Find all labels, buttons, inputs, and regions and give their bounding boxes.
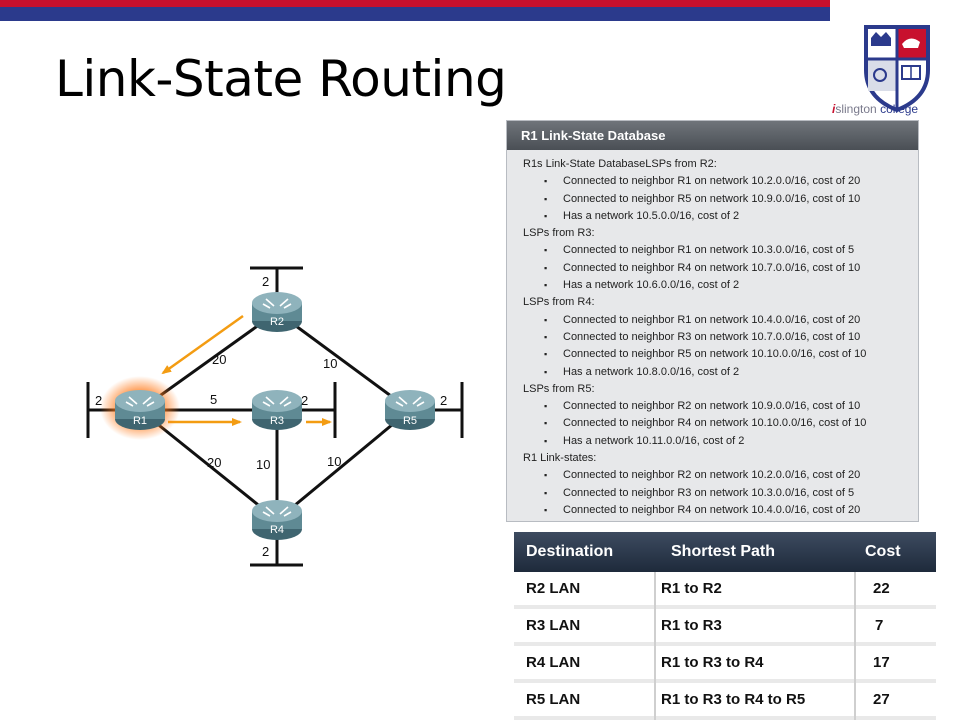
top-blue-band	[0, 7, 960, 21]
lan-r2	[250, 266, 303, 312]
header-shortest-path: Shortest Path	[671, 543, 776, 560]
row-destination: R5 LAN	[526, 691, 581, 708]
lan-cost-r3: 2	[301, 393, 308, 408]
shortest-path-table: Destination Shortest Path Cost R2 LAN R1…	[514, 532, 936, 720]
table-row: R2 LAN R1 to R2 22	[514, 572, 936, 605]
lsdb-entry: Has a network 10.11.0.0/16, cost of 2	[523, 433, 918, 451]
college-crest-icon	[864, 25, 930, 113]
lan-cost-r2: 2	[262, 274, 269, 289]
lsdb-group-heading: R1s Link-State DatabaseLSPs from R2:	[523, 158, 717, 170]
logo-suffix: college	[880, 102, 919, 116]
router-r2-icon	[252, 292, 302, 332]
lsdb-entry: Connected to neighbor R4 on network 10.7…	[523, 260, 918, 278]
link-state-database-panel: R1 Link-State Database R1s Link-State Da…	[506, 120, 919, 522]
logo-background	[830, 0, 960, 22]
lsdb-body: R1s Link-State DatabaseLSPs from R2: Con…	[507, 150, 918, 520]
slide-title: Link-State Routing	[55, 50, 507, 108]
lsdb-entry: Connected to neighbor R1 on network 10.4…	[523, 312, 918, 330]
router-r5-icon	[385, 390, 435, 430]
lan-cost-r4: 2	[262, 544, 269, 559]
link-r4-r5	[276, 408, 411, 522]
router-r3-label: R3	[270, 415, 284, 427]
top-red-band	[0, 0, 960, 7]
lan-r4	[250, 520, 303, 567]
link-cost-r1-r3: 5	[210, 392, 217, 407]
lsdb-entry: Connected to neighbor R1 on network 10.3…	[523, 242, 918, 260]
lan-r5	[410, 382, 464, 438]
lsdb-group-heading: LSPs from R5:	[523, 382, 595, 395]
row-path: R1 to R3 to R4	[661, 654, 764, 671]
lsdb-entry: Connected to neighbor R3 on network 10.7…	[523, 329, 918, 347]
lsdb-entry: Connected to neighbor R1 on network 10.2…	[523, 173, 918, 191]
router-r1-icon	[115, 390, 165, 430]
link-cost-r1-r4: 20	[207, 455, 221, 470]
row-destination: R2 LAN	[526, 580, 581, 597]
column-divider	[654, 572, 656, 720]
table-header: Destination Shortest Path Cost	[514, 532, 936, 572]
row-path: R1 to R3	[661, 617, 722, 634]
row-cost: 22	[873, 580, 890, 597]
lsdb-entry: Has a network 10.8.0.0/16, cost of 2	[523, 364, 918, 382]
lsdb-group-heading: LSPs from R4:	[523, 296, 595, 309]
lsdb-entry: Connected to neighbor R2 on network 10.9…	[523, 398, 918, 416]
table-row: R5 LAN R1 to R3 to R4 to R5 27	[514, 683, 936, 716]
lsdb-entry: Connected to neighbor R5 on network 10.9…	[523, 191, 918, 209]
lsdb-entry: Connected to neighbor R3 on network 10.3…	[523, 485, 918, 503]
router-r2-label: R2	[270, 316, 284, 328]
lan-r1	[86, 382, 140, 438]
link-cost-r2-r5: 10	[323, 356, 337, 371]
lsdb-entry: Connected to neighbor R4 on network 10.4…	[523, 502, 918, 520]
lan-cost-r1: 2	[95, 393, 102, 408]
row-cost: 17	[873, 654, 890, 671]
link-cost-r1-r2: 20	[212, 352, 226, 367]
header-destination: Destination	[526, 543, 614, 560]
lsdb-title: R1 Link-State Database	[507, 121, 918, 150]
logo-name: slington	[835, 102, 877, 116]
row-cost: 27	[873, 691, 890, 708]
lsdb-entry: Connected to neighbor R4 on network 10.1…	[523, 415, 918, 433]
lsdb-entry: Has a network 10.5.0.0/16, cost of 2	[523, 208, 918, 226]
r1-highlight-glow	[100, 376, 180, 440]
row-cost: 7	[875, 617, 884, 634]
college-logo-text: islington college	[832, 102, 918, 116]
column-divider	[854, 572, 856, 720]
router-r5-label: R5	[403, 415, 417, 427]
link-r1-r4	[139, 408, 278, 522]
link-cost-r4-r5: 10	[327, 454, 341, 469]
lan-cost-r5: 2	[440, 393, 447, 408]
table-row: R3 LAN R1 to R3 7	[514, 609, 936, 642]
row-destination: R4 LAN	[526, 654, 581, 671]
link-cost-r3-r4: 10	[256, 457, 270, 472]
router-r1-label: R1	[133, 415, 147, 427]
row-path: R1 to R3 to R4 to R5	[661, 691, 806, 708]
lsdb-entry: Has a network 10.6.0.0/16, cost of 2	[523, 277, 918, 295]
row-destination: R3 LAN	[526, 617, 581, 634]
table-row: R4 LAN R1 to R3 to R4 17	[514, 646, 936, 679]
router-r4-label: R4	[270, 524, 284, 536]
router-r4-icon	[252, 500, 302, 540]
logo-initial: i	[832, 102, 836, 116]
lsdb-entry: Connected to neighbor R2 on network 10.2…	[523, 467, 918, 485]
row-path: R1 to R2	[661, 580, 722, 597]
link-r2-r5	[276, 310, 411, 412]
lsdb-entry: Connected to neighbor R5 on network 10.1…	[523, 346, 918, 364]
lsdb-group-heading: LSPs from R3:	[523, 227, 595, 240]
lan-r3	[277, 382, 337, 438]
header-cost: Cost	[865, 543, 901, 560]
lsp-arrow-r2-to-r1	[161, 314, 244, 375]
lsdb-group-heading: R1 Link-states:	[523, 452, 597, 465]
link-r1-r2	[139, 310, 278, 412]
router-r3-icon	[252, 390, 302, 430]
